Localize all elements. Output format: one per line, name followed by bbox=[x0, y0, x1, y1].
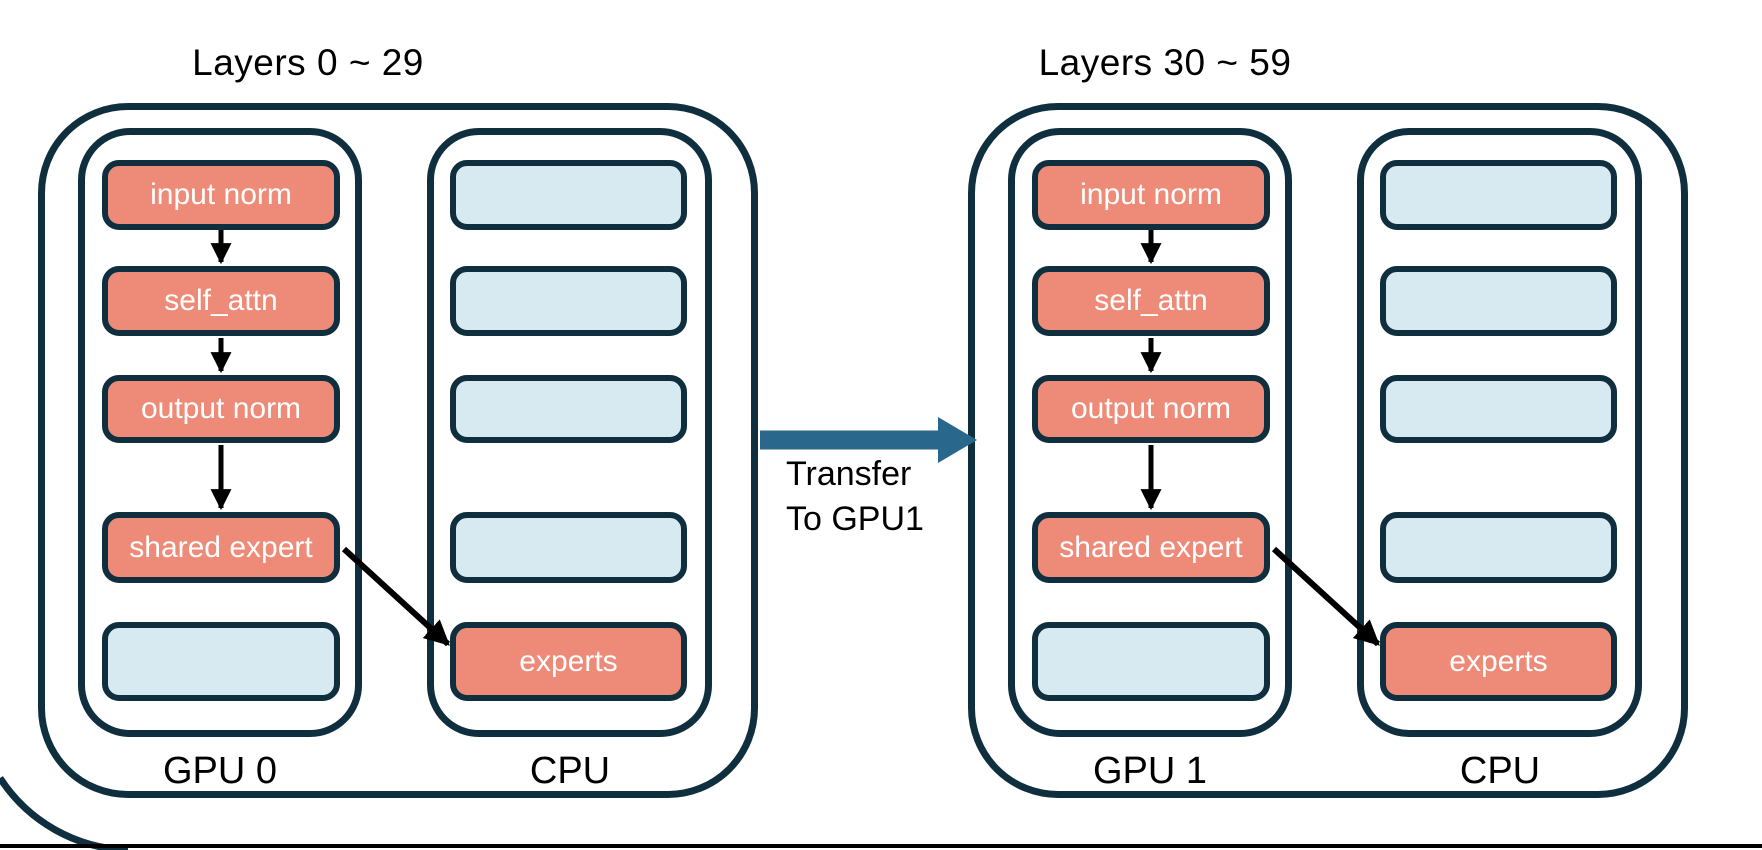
empty-weight-box bbox=[450, 266, 687, 336]
transfer-label: Transfer To GPU1 bbox=[786, 452, 924, 542]
empty-weight-box bbox=[450, 160, 687, 230]
input-norm-box: input norm bbox=[1032, 160, 1270, 230]
self-attn-box: self_attn bbox=[1032, 266, 1270, 336]
empty-weight-box bbox=[1380, 160, 1617, 230]
gpu0-label: GPU 0 bbox=[162, 750, 278, 792]
output-norm-box: output norm bbox=[1032, 375, 1270, 443]
input-norm-box: input norm bbox=[102, 160, 340, 230]
gpu1-label: GPU 1 bbox=[1092, 750, 1208, 792]
shared-expert-box: shared expert bbox=[1032, 512, 1270, 583]
empty-weight-box bbox=[1032, 622, 1270, 701]
layers-range-title-left: Layers 0 ~ 29 bbox=[192, 42, 424, 83]
experts-box: experts bbox=[450, 622, 687, 701]
cpu-column-left bbox=[427, 128, 712, 737]
empty-weight-box bbox=[450, 375, 687, 443]
empty-weight-box bbox=[450, 512, 687, 583]
cpu-label-right: CPU bbox=[1459, 750, 1541, 792]
layers-range-title-right: Layers 30 ~ 59 bbox=[1038, 42, 1292, 83]
transfer-label-line1: Transfer bbox=[786, 455, 912, 493]
gpu1-column bbox=[1008, 128, 1292, 737]
cpu-column-right bbox=[1357, 128, 1642, 737]
empty-weight-box bbox=[1380, 375, 1617, 443]
self-attn-box: self_attn bbox=[102, 266, 340, 336]
cpu-label-left: CPU bbox=[529, 750, 611, 792]
gpu0-column bbox=[78, 128, 362, 737]
empty-weight-box bbox=[1380, 266, 1617, 336]
shared-expert-box: shared expert bbox=[102, 512, 340, 583]
empty-weight-box bbox=[1380, 512, 1617, 583]
empty-weight-box bbox=[102, 622, 340, 701]
experts-box: experts bbox=[1380, 622, 1617, 701]
device-group-left bbox=[38, 103, 758, 798]
transfer-label-line2: To GPU1 bbox=[786, 500, 924, 538]
output-norm-box: output norm bbox=[102, 375, 340, 443]
